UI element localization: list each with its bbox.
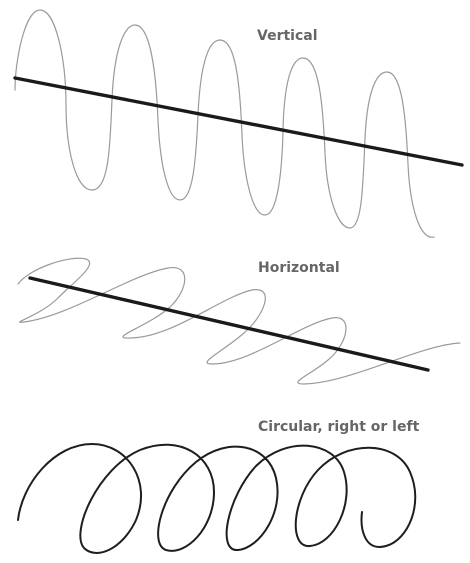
horizontal-label: Horizontal xyxy=(258,260,340,276)
horizontal-propagation-axis xyxy=(28,276,430,372)
horizontal-wave xyxy=(17,257,461,385)
circular-wave xyxy=(17,443,417,554)
vertical-propagation-axis xyxy=(13,76,464,167)
vertical-label: Vertical xyxy=(257,28,318,44)
horizontal-polarization-panel: Horizontal xyxy=(17,257,461,385)
vertical-polarization-panel: Vertical xyxy=(13,9,464,238)
circular-polarization-panel: Circular, right or left xyxy=(17,419,420,554)
circular-label: Circular, right or left xyxy=(258,419,420,435)
vertical-wave xyxy=(14,9,435,238)
